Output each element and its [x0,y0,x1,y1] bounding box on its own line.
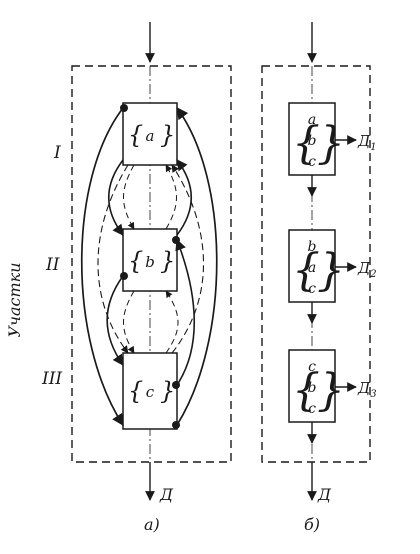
panel-b-block-1-letter: a [308,112,316,128]
panel-b-block-1-output: Д1 [357,132,377,153]
zone-label-1: I [53,143,61,163]
panel-b-block-1: { } a b c Д1 [288,102,377,197]
arc-ab-right [176,159,193,236]
svg-text:}: } [317,365,345,416]
svg-text:{: { [292,118,320,169]
arc-outer-right [176,107,218,426]
panel-b-block-2-letter: b [308,239,317,255]
zone-label-3: III [41,369,62,389]
panel-b-block-2-letter: a [308,260,316,276]
block-a [122,102,178,166]
panel-a-caption: а) [144,515,160,534]
block-c-label: c [146,383,155,401]
arc-bc-left-dashed [123,290,135,354]
panel-b-block-2-letter: c [308,281,316,297]
panel-b-block-2-output: Д2 [357,259,377,280]
panel-b-block-1-letter: c [308,154,316,170]
arc-outer-left [81,107,124,426]
arc-bc-right-dashed [165,290,179,354]
block-c [122,352,178,430]
svg-text:{: { [292,365,320,416]
block-b-label: b [145,253,155,271]
panel-b-caption: б) [304,515,320,534]
arc-bc-right [175,238,195,386]
panel-b-block-3-output: Д3 [357,379,377,400]
panel-b-block-2: { } b a c Д2 [288,229,377,324]
panel-b-block-1-letter: b [308,133,317,149]
svg-text:}: } [317,245,345,296]
block-a-label: a [146,127,155,145]
panel-a-output-label: Д [159,485,174,504]
arc-bc-left [106,275,124,366]
block-c-brace-left: { [128,377,143,405]
junction-dot [172,381,180,389]
svg-text:{: { [292,245,320,296]
panel-b-block-3-letter: c [308,401,316,417]
block-c-brace-right: } [160,377,175,405]
arc-outer-right-dashed [171,164,204,354]
block-a-brace-left: { [128,121,143,149]
panel-b-block-3: { } c b c Д3 [288,349,377,444]
junction-dot [120,272,128,280]
zone-label-2: II [45,255,60,275]
block-b-brace-right: } [160,247,175,275]
panel-a-frame [71,65,232,463]
block-b [122,228,178,292]
svg-text:}: } [317,118,345,169]
junction-dot [172,236,180,244]
arc-ab-right-dashed [165,164,177,230]
panel-b-frame [261,65,371,463]
block-a-brace-right: } [160,121,175,149]
block-b-brace-left: { [128,247,143,275]
arc-ab-left [107,159,124,236]
junction-dot [172,421,180,429]
panel-b-block-3-letter: c [308,359,316,375]
arc-outer-left-dashed [97,164,129,354]
panel-b: Д { } a b c Д1 { } b a c Д2 [261,22,377,534]
panel-b-block-3-letter: b [308,380,317,396]
arc-ab-left-dashed [123,164,135,230]
zones-label: Участки [5,262,24,337]
panel-a: Д { } a { } b { } c [5,22,232,534]
panel-b-output-label: Д [317,485,332,504]
junction-dot [120,104,128,112]
